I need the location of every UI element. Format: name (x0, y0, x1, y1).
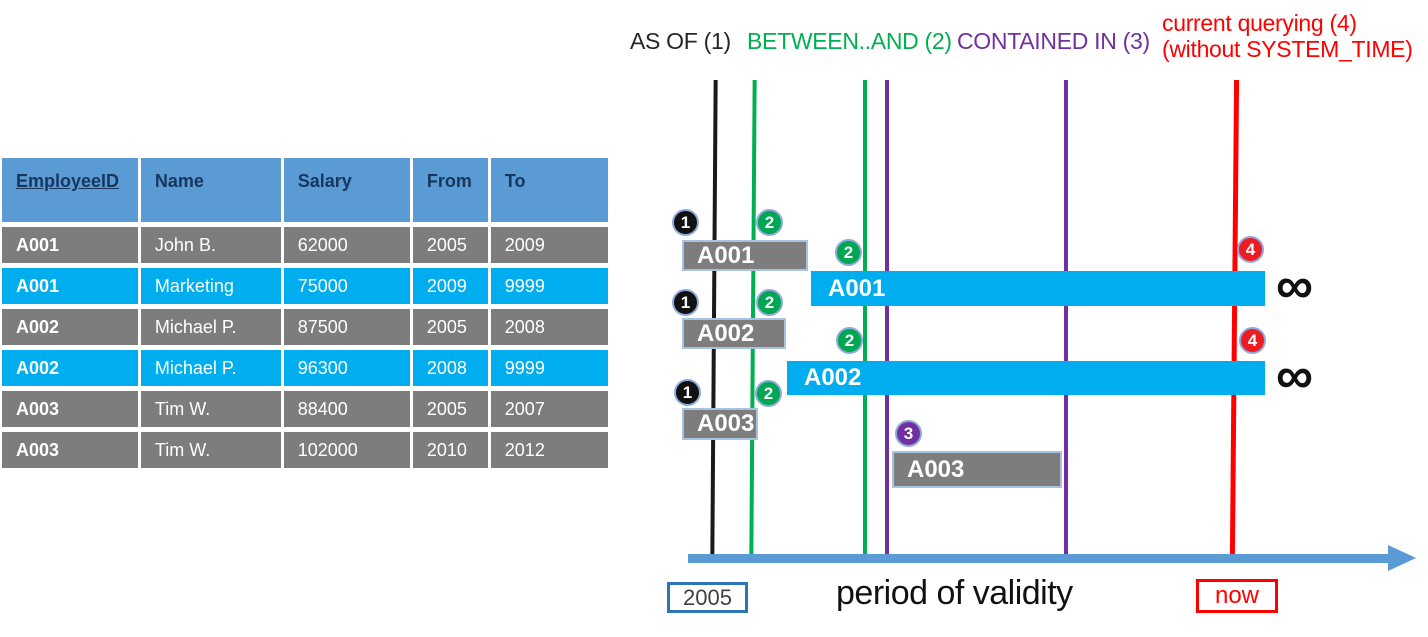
table-row: A002 Michael P. 87500 2005 2008 (2, 309, 609, 345)
table-cell: 9999 (490, 350, 609, 386)
table-cell: 9999 (490, 268, 609, 304)
infinity-icon: ∞ (1276, 347, 1314, 405)
table-cell: 2007 (490, 391, 609, 427)
bar-a001-current: A001 (811, 271, 1265, 306)
table-cell: Michael P. (140, 350, 281, 386)
badge-4-a001: 4 (1237, 236, 1264, 263)
badge-2-a002-current: 2 (836, 327, 863, 354)
table-cell: 75000 (283, 268, 410, 304)
table-cell: 2005 (412, 391, 488, 427)
header-cell-from: From (412, 158, 488, 222)
legend-as-of: AS OF (1) (630, 28, 731, 54)
table-cell: 2008 (412, 350, 488, 386)
now-label-box: now (1196, 579, 1278, 613)
badge-1-a001: 1 (672, 209, 699, 236)
table-cell: A003 (2, 432, 138, 468)
header-cell-employeeid: EmployeeID (2, 158, 138, 222)
table-cell: Michael P. (140, 309, 281, 345)
table-row: A003 Tim W. 88400 2005 2007 (2, 391, 609, 427)
table-cell: 2010 (412, 432, 488, 468)
contained-start-line (885, 80, 889, 554)
bar-a003-history-2: A003 (892, 451, 1062, 488)
legend-current-querying-line1: current querying (4) (1162, 10, 1357, 36)
table-header-row: EmployeeID Name Salary From To (2, 158, 609, 222)
badge-1-a002: 1 (672, 289, 699, 316)
badge-2-a001-current: 2 (835, 239, 862, 266)
table-cell: 2012 (490, 432, 609, 468)
period-of-validity-label: period of validity (836, 574, 1073, 612)
axis-start-label-box: 2005 (667, 582, 748, 613)
axis-arrowhead-icon (1388, 545, 1416, 571)
badge-2-a001-history: 2 (756, 209, 783, 236)
table-cell: 2005 (412, 227, 488, 263)
header-cell-salary: Salary (283, 158, 410, 222)
table-cell: A001 (2, 268, 138, 304)
table-cell: A002 (2, 309, 138, 345)
table-cell: 102000 (283, 432, 410, 468)
table-row-highlighted: A002 Michael P. 96300 2008 9999 (2, 350, 609, 386)
table-cell: Tim W. (140, 391, 281, 427)
table-cell: 62000 (283, 227, 410, 263)
legend-current-querying: current querying (4) (without SYSTEM_TIM… (1162, 10, 1413, 62)
table-cell: 88400 (283, 391, 410, 427)
between-start-line (749, 79, 757, 555)
table-cell: A002 (2, 350, 138, 386)
table-cell: 96300 (283, 350, 410, 386)
table-row: A003 Tim W. 102000 2010 2012 (2, 432, 609, 468)
table-cell: A003 (2, 391, 138, 427)
table-cell: 87500 (283, 309, 410, 345)
header-cell-name: Name (140, 158, 281, 222)
between-end-line (863, 80, 867, 554)
as-of-line (710, 79, 718, 555)
now-line (1229, 79, 1240, 555)
infinity-icon: ∞ (1276, 257, 1314, 315)
header-cell-to: To (490, 158, 609, 222)
table-row-highlighted: A001 Marketing 75000 2009 9999 (2, 268, 609, 304)
employee-history-table: EmployeeID Name Salary From To A001 John… (2, 158, 609, 473)
badge-2-a003: 2 (755, 380, 782, 407)
table-cell: Marketing (140, 268, 281, 304)
table-cell: 2009 (412, 268, 488, 304)
table-cell: A001 (2, 227, 138, 263)
legend-current-querying-line2: (without SYSTEM_TIME) (1162, 36, 1413, 62)
bar-a001-history: A001 (682, 240, 808, 271)
table-cell: Tim W. (140, 432, 281, 468)
legend-between-and: BETWEEN..AND (2) (747, 28, 952, 54)
bar-a002-history: A002 (682, 318, 786, 349)
table-cell: 2009 (490, 227, 609, 263)
badge-1-a003: 1 (674, 379, 701, 406)
badge-2-a002-history: 2 (756, 289, 783, 316)
bar-a003-history-1: A003 (682, 408, 758, 440)
badge-3-a003: 3 (895, 420, 922, 447)
time-axis (688, 554, 1390, 563)
table-cell: 2005 (412, 309, 488, 345)
contained-end-line (1064, 80, 1068, 554)
table-row: A001 John B. 62000 2005 2009 (2, 227, 609, 263)
badge-4-a002: 4 (1239, 327, 1266, 354)
bar-a002-current: A002 (787, 361, 1265, 395)
legend-contained-in: CONTAINED IN (3) (957, 28, 1150, 54)
table-cell: John B. (140, 227, 281, 263)
table-cell: 2008 (490, 309, 609, 345)
